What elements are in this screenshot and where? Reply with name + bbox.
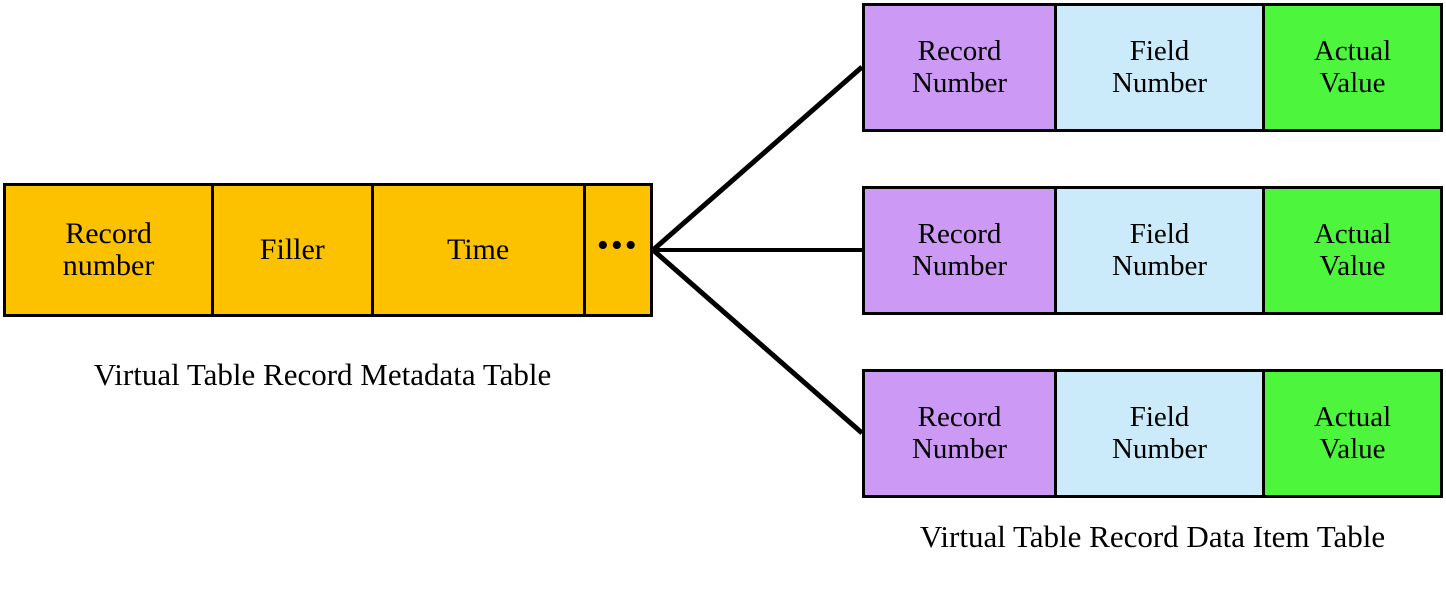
data-item-2-cell-field-number: Field Number [1057,189,1265,312]
metadata-table: Record number Filler Time ••• [3,183,653,317]
data-item-1-cell-record-number: Record Number [865,6,1057,129]
data-item-3-cell-field-number: Field Number [1057,372,1265,495]
data-item-table-3: Record Number Field Number Actual Value [862,369,1443,498]
data-item-table-2: Record Number Field Number Actual Value [862,186,1443,315]
data-item-2-cell-record-number: Record Number [865,189,1057,312]
connector-to-data-table-3 [651,248,864,435]
metadata-cell-record-number: Record number [6,186,215,314]
data-item-table-caption: Virtual Table Record Data Item Table [919,519,1386,554]
metadata-table-caption: Virtual Table Record Metadata Table [93,357,552,392]
data-item-1-cell-field-number: Field Number [1057,6,1265,129]
data-item-1-cell-actual-value: Actual Value [1265,6,1440,129]
connector-to-data-table-1 [651,65,864,252]
data-item-3-cell-record-number: Record Number [865,372,1057,495]
metadata-cell-time: Time [373,186,586,314]
data-item-3-cell-actual-value: Actual Value [1265,372,1440,495]
metadata-cell-ellipsis: ••• [585,186,650,314]
metadata-cell-filler: Filler [214,186,374,314]
data-item-2-cell-actual-value: Actual Value [1265,189,1440,312]
data-item-table-1: Record Number Field Number Actual Value [862,3,1443,132]
